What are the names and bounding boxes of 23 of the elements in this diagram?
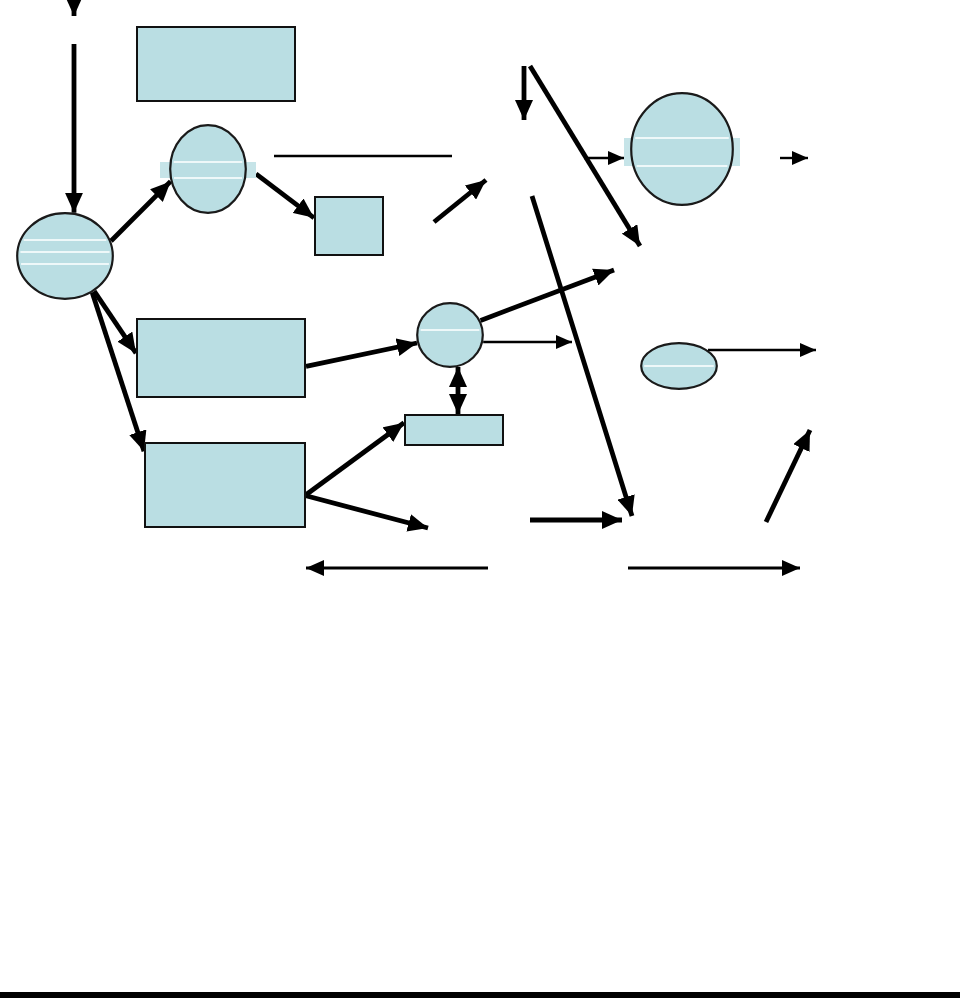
arrow [584,151,624,165]
arrow [708,343,816,357]
arrow [65,44,83,213]
arrow [483,335,572,349]
empty-circle [416,302,484,368]
arrow [304,420,406,497]
empty-circle [160,124,256,214]
empty-ellipse [640,342,718,390]
empty-box [144,442,306,528]
empty-circle [16,212,114,300]
double-arrow [449,367,467,414]
arrow [254,171,316,220]
arrow [305,338,418,369]
arrow [479,267,615,323]
arrow [305,493,429,532]
empty-circle [624,92,740,206]
empty-box [404,414,504,446]
empty-box [314,196,384,256]
empty-box [136,26,296,102]
arrow [92,289,138,355]
arrow [89,291,147,452]
arrow [109,179,173,243]
empty-box [136,318,306,398]
